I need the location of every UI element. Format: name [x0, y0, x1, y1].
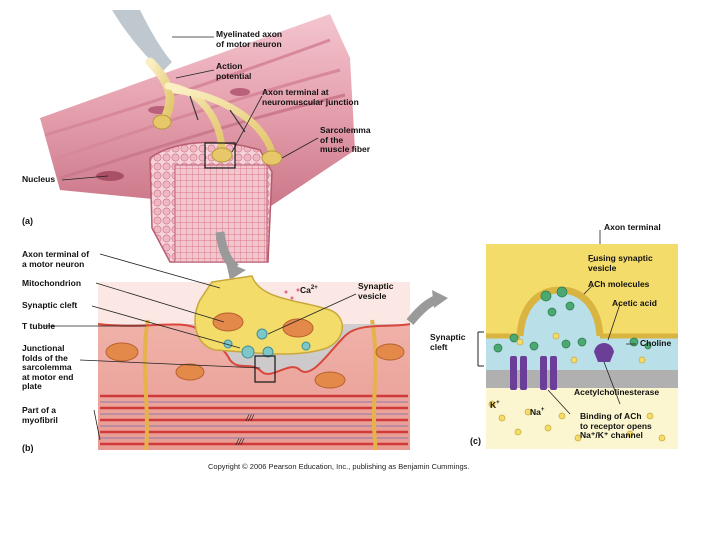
label-axon-terminal-c: Axon terminal — [604, 222, 661, 232]
label-k-ion: K+ — [490, 399, 500, 410]
motor-axon — [112, 10, 283, 166]
label-binding-ach: Binding of ACh to receptor opens Na⁺/K⁺ … — [580, 411, 652, 440]
label-synaptic-cleft-c: Synaptic cleft — [430, 332, 466, 352]
zoom-box-b — [254, 355, 276, 383]
label-myelinated-axon: Myelinated axon of motor neuron — [216, 29, 283, 49]
panel-a-tag: (a) — [22, 216, 33, 226]
label-axon-terminal-nmj: Axon terminal at neuromuscular junction — [262, 87, 359, 107]
panel-c-tag: (c) — [470, 436, 481, 446]
label-junctional-folds: Junctional folds of the sarcolemma at mo… — [22, 343, 74, 391]
label-synaptic-cleft-b: Synaptic cleft — [22, 300, 78, 310]
leader-lines — [44, 36, 621, 441]
label-t-tubule: T tubule — [22, 321, 56, 331]
panel-c-artwork — [477, 230, 678, 449]
svg-text:///: /// — [245, 413, 255, 423]
copyright-notice: Copyright © 2006 Pearson Education, Inc.… — [208, 462, 470, 471]
label-choline: Choline — [640, 338, 672, 348]
label-mitochondrion: Mitochondrion — [22, 278, 82, 288]
label-acetylcholinesterase: Acetylcholinesterase — [574, 387, 660, 397]
nucleus-shape — [96, 171, 124, 181]
label-nucleus: Nucleus — [22, 174, 56, 184]
label-axon-terminal-motor: Axon terminal of a motor neuron — [22, 249, 90, 269]
label-ca: Ca2+ — [300, 284, 318, 295]
svg-text:///: /// — [235, 437, 245, 447]
zoom-box-a — [204, 142, 236, 169]
label-action-potential: Action potential — [216, 61, 252, 81]
label-sarcolemma: Sarcolemma of the muscle fiber — [320, 125, 371, 154]
label-na-ion: Na+ — [530, 406, 545, 417]
label-fusing-vesicle: Fusing synaptic vesicle — [588, 253, 653, 273]
panel-b-tag: (b) — [22, 443, 34, 453]
label-myofibril: Part of a myofibril — [22, 405, 58, 425]
muscle-cross-section — [149, 141, 273, 263]
panel-b-artwork: /// /// — [97, 275, 411, 451]
label-synaptic-vesicle: Synaptic vesicle — [358, 281, 394, 301]
label-ach-molecules: ACh molecules — [588, 279, 650, 289]
label-acetic-acid: Acetic acid — [612, 298, 657, 308]
